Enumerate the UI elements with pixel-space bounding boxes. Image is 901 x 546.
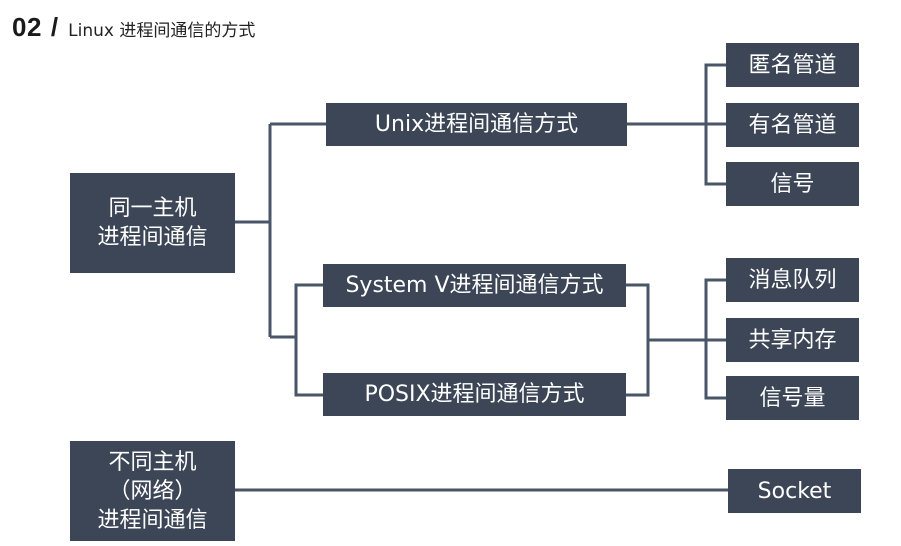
connector-sysv-posix-bracket-left: [294, 283, 326, 397]
section-header: 02 / Linux 进程间通信的方式: [12, 12, 255, 44]
node-anonymous-pipe: 匿名管道: [726, 43, 859, 87]
node-socket: Socket: [728, 469, 861, 513]
node-posix-ipc: POSIX进程间通信方式: [323, 373, 626, 416]
node-named-pipe: 有名管道: [726, 103, 859, 147]
node-signal: 信号: [726, 162, 859, 206]
section-slash: /: [50, 12, 59, 42]
connector-sysv-posix-bracket-right: [626, 283, 650, 397]
node-same-host: 同一主机 进程间通信: [70, 173, 235, 273]
node-sysv-ipc: System V进程间通信方式: [323, 264, 626, 307]
section-title: Linux 进程间通信的方式: [68, 21, 256, 41]
section-number: 02: [12, 12, 42, 42]
node-diff-host: 不同主机 （网络） 进程间通信: [70, 441, 235, 541]
node-message-queue: 消息队列: [726, 258, 859, 302]
node-shared-memory: 共享内存: [726, 318, 859, 362]
node-semaphore: 信号量: [726, 376, 859, 420]
node-unix-ipc: Unix进程间通信方式: [326, 103, 627, 146]
